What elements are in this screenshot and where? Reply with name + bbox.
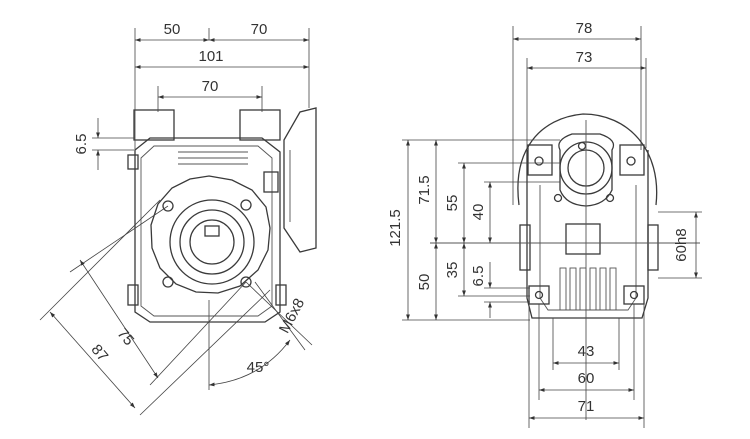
dim-60-bottom: 60 [538, 304, 635, 400]
dim-label-101: 101 [198, 48, 223, 65]
gearbox-body-side [517, 113, 659, 319]
dim-label-87: 87 [88, 341, 112, 365]
dim-71-5: 71.5 [416, 140, 438, 243]
dim-101: 101 [135, 48, 309, 69]
dim-label-35: 35 [444, 262, 461, 279]
dim-label-55: 55 [444, 195, 461, 212]
dim-6-5-right: 6.5 [470, 262, 530, 318]
dim-label-60-bottom: 60 [578, 370, 595, 387]
dim-label-40: 40 [470, 204, 487, 221]
dim-55: 55 [444, 162, 560, 243]
dim-label-50: 50 [164, 21, 181, 38]
dim-75-87-diagonal: 75 87 [39, 199, 271, 416]
dim-121-5: 121.5 [387, 139, 560, 321]
dim-60h8: 60h8 [658, 211, 702, 279]
dim-35: 35 [444, 243, 530, 297]
dim-label-45: 45° [247, 359, 270, 376]
front-view: 50 70 101 70 6.5 [39, 21, 317, 416]
dim-label-71: 71 [578, 398, 595, 415]
dim-6-5-left: 6.5 [73, 118, 134, 170]
dim-40: 40 [470, 181, 560, 243]
cooling-fins [559, 267, 617, 311]
dim-label-71-5: 71.5 [416, 175, 433, 204]
dim-label-43: 43 [578, 343, 595, 360]
dim-label-6-5-right: 6.5 [470, 266, 487, 287]
dim-label-60h8: 60h8 [673, 228, 690, 261]
motor-flange [283, 107, 317, 253]
dim-label-6-5-left: 6.5 [73, 134, 90, 155]
dim-45-angle: 45° [208, 339, 291, 387]
dim-label-73: 73 [576, 49, 593, 66]
dim-50-right: 50 [416, 243, 438, 320]
dim-label-50-right: 50 [416, 274, 433, 291]
dim-label-121-5: 121.5 [387, 209, 404, 247]
dim-71: 71 [528, 304, 645, 428]
dim-50-70-top: 50 70 [134, 21, 310, 150]
side-view: 78 73 121.5 71.5 50 55 [387, 20, 702, 428]
dim-43: 43 [552, 318, 620, 370]
gearbox-body-front [127, 109, 287, 323]
dim-label-70-inner: 70 [202, 78, 219, 95]
output-gear-wheel [150, 175, 271, 294]
dim-label-70-top: 70 [251, 21, 268, 38]
dim-70-inner: 70 [157, 78, 263, 112]
dim-label-m6x8: M6x8 [276, 296, 308, 336]
dim-78: 78 [512, 20, 642, 205]
dim-73: 73 [526, 49, 647, 148]
dim-label-75: 75 [114, 325, 138, 349]
dim-label-78: 78 [576, 20, 593, 37]
